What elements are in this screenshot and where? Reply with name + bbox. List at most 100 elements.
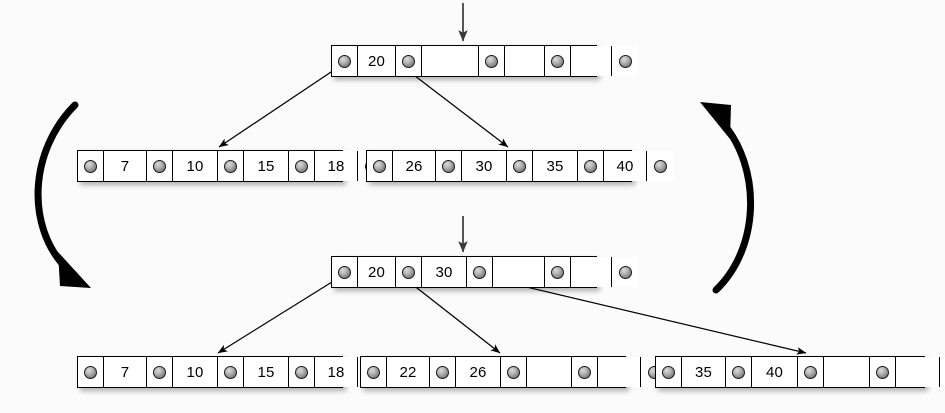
pointer-dot-icon	[295, 365, 308, 379]
pointer-cell[interactable]	[545, 257, 571, 287]
pointer-cell[interactable]	[572, 357, 598, 387]
pointer-cell[interactable]	[545, 46, 571, 76]
pointer-dot-icon	[551, 54, 564, 68]
pointer-cell[interactable]	[436, 151, 462, 181]
key-cell	[493, 257, 545, 287]
pointer-cell[interactable]	[656, 357, 682, 387]
root-node-after[interactable]: 20 30	[331, 256, 638, 288]
key-cell	[824, 357, 870, 387]
key-cell: 20	[358, 257, 396, 287]
pointer-cell[interactable]	[332, 257, 358, 287]
key-cell: 30	[462, 151, 507, 181]
pointer-cell[interactable]	[507, 151, 533, 181]
key-cell: 35	[533, 151, 578, 181]
pointer-before-root-1	[401, 65, 509, 148]
key-cell	[896, 357, 940, 387]
pointer-dot-icon	[373, 159, 386, 173]
key-cell	[598, 357, 641, 387]
pointer-dot-icon	[295, 159, 308, 173]
pointer-dot-icon	[513, 159, 526, 173]
pointer-dot-icon	[804, 365, 817, 379]
pointer-cell[interactable]	[78, 151, 104, 181]
pointer-dot-icon	[436, 365, 449, 379]
pointer-cell[interactable]	[396, 257, 422, 287]
pointer-cell[interactable]	[396, 46, 422, 76]
pointer-dot-icon	[578, 365, 591, 379]
pointer-cell[interactable]	[430, 357, 456, 387]
key-cell	[527, 357, 572, 387]
pointer-dot-icon	[662, 365, 675, 379]
pointer-before-root-0	[218, 65, 341, 148]
key-cell: 30	[422, 257, 467, 287]
key-cell	[571, 46, 612, 76]
key-cell: 40	[604, 151, 647, 181]
pointer-after-root-0	[217, 276, 341, 354]
pointer-cell[interactable]	[218, 357, 244, 387]
leaf-node-before-left[interactable]: 7 10 15 18	[77, 150, 384, 182]
key-cell: 40	[752, 357, 798, 387]
leaf-node-after-right[interactable]: 35 40	[655, 356, 945, 388]
root-node-before[interactable]: 20	[331, 45, 638, 77]
key-cell: 26	[393, 151, 436, 181]
pointer-dot-icon	[84, 365, 97, 379]
pointer-cell[interactable]	[147, 357, 173, 387]
key-cell: 22	[387, 357, 430, 387]
pointer-cell[interactable]	[798, 357, 824, 387]
pointer-dot-icon	[618, 54, 632, 68]
key-cell: 18	[315, 357, 358, 387]
pointer-dot-icon	[402, 54, 415, 68]
flow-arrow-right-ascending	[712, 118, 755, 294]
pointer-cell[interactable]	[367, 151, 393, 181]
key-cell: 10	[173, 357, 218, 387]
pointer-dot-icon	[402, 265, 415, 279]
pointer-dot-icon	[653, 159, 667, 173]
leaf-node-after-middle[interactable]: 22 26	[360, 356, 667, 388]
key-cell: 35	[682, 357, 726, 387]
pointer-dot-icon	[485, 54, 498, 68]
pointer-cell[interactable]	[289, 357, 315, 387]
key-cell: 26	[456, 357, 501, 387]
key-cell: 15	[244, 151, 289, 181]
pointer-dot-icon	[876, 365, 889, 379]
pointer-cell[interactable]	[501, 357, 527, 387]
pointer-dot-icon	[224, 365, 237, 379]
pointer-cell[interactable]	[940, 357, 945, 387]
pointer-cell[interactable]	[726, 357, 752, 387]
pointer-cell[interactable]	[467, 257, 493, 287]
key-cell: 18	[315, 151, 358, 181]
pointer-cell[interactable]	[289, 151, 315, 181]
pointer-cell[interactable]	[647, 151, 673, 181]
pointer-cell[interactable]	[78, 357, 104, 387]
leaf-node-after-left[interactable]: 7 10 15 18	[77, 356, 384, 388]
pointer-dot-icon	[338, 54, 351, 68]
flow-arrow-left-descending	[34, 101, 79, 272]
pointer-cell[interactable]	[361, 357, 387, 387]
pointer-cell[interactable]	[332, 46, 358, 76]
pointer-cell[interactable]	[479, 46, 505, 76]
pointer-cell[interactable]	[612, 46, 638, 76]
key-cell: 10	[173, 151, 218, 181]
key-cell: 20	[358, 46, 396, 76]
pointer-dot-icon	[84, 159, 97, 173]
pointer-dot-icon	[732, 365, 745, 379]
key-cell	[422, 46, 479, 76]
pointer-cell[interactable]	[870, 357, 896, 387]
pointer-cell[interactable]	[147, 151, 173, 181]
pointer-cell[interactable]	[578, 151, 604, 181]
flow-arrow-left-head	[58, 252, 91, 288]
pointer-cell[interactable]	[218, 151, 244, 181]
leaf-node-before-right[interactable]: 26 30 35 40	[366, 150, 673, 182]
key-cell	[505, 46, 545, 76]
pointer-cell[interactable]	[612, 257, 638, 287]
pointer-dot-icon	[224, 159, 237, 173]
pointer-dot-icon	[618, 265, 632, 279]
pointer-dot-icon	[442, 159, 455, 173]
key-cell: 7	[104, 357, 147, 387]
pointer-dot-icon	[473, 265, 486, 279]
key-cell: 15	[244, 357, 289, 387]
pointer-dot-icon	[338, 265, 351, 279]
pointer-dot-icon	[507, 365, 520, 379]
pointer-dot-icon	[584, 159, 597, 173]
pointer-dot-icon	[367, 365, 380, 379]
